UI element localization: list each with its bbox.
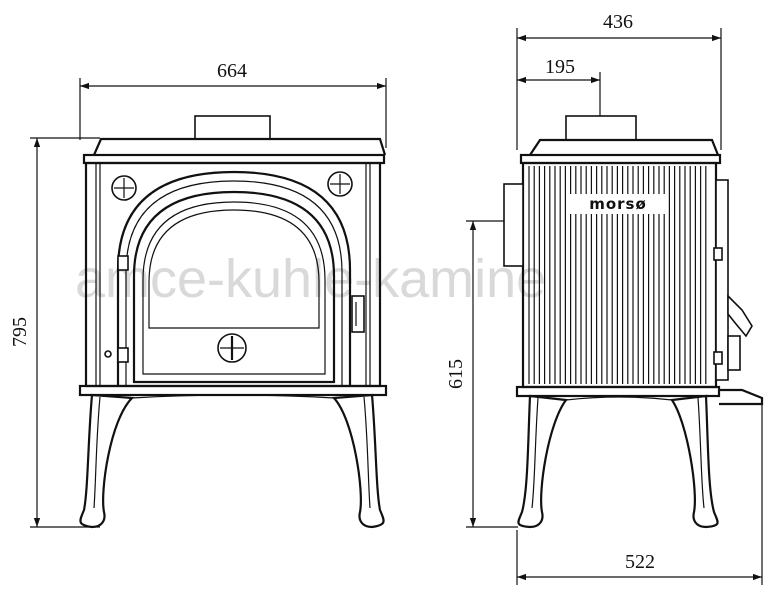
front-top-plate bbox=[92, 137, 387, 156]
side-logo: morsø bbox=[589, 195, 647, 213]
side-handle-base bbox=[727, 335, 741, 371]
side-top-rim bbox=[519, 153, 722, 165]
side-base bbox=[515, 385, 721, 398]
side-door-profile bbox=[715, 179, 729, 381]
front-left-leg bbox=[79, 393, 135, 529]
front-flue-collar bbox=[194, 115, 271, 140]
front-door bbox=[132, 190, 336, 384]
side-rear-panel bbox=[503, 183, 524, 267]
front-left-vent bbox=[111, 175, 137, 201]
side-right-leg bbox=[670, 394, 719, 529]
front-door-frame bbox=[116, 170, 352, 386]
side-flue-collar bbox=[565, 115, 637, 141]
side-view: 436 195 615 522 morsø bbox=[445, 11, 764, 585]
side-depth-label: 436 bbox=[603, 11, 633, 33]
front-height-label: 795 bbox=[9, 317, 31, 347]
side-depth-dimension: 436 bbox=[516, 11, 722, 150]
side-hinge-top bbox=[713, 247, 723, 261]
front-height-dimension: 795 bbox=[9, 137, 100, 528]
side-total-depth-label: 522 bbox=[625, 551, 655, 573]
front-door-air-control bbox=[217, 333, 247, 363]
side-left-leg bbox=[517, 394, 569, 529]
side-ash-lip bbox=[719, 388, 764, 406]
side-top-plate bbox=[529, 138, 720, 156]
side-door-handle bbox=[727, 294, 753, 338]
front-hinge-bottom bbox=[117, 347, 129, 363]
front-right-vent bbox=[327, 171, 353, 197]
front-door-glass bbox=[148, 209, 320, 329]
side-door-height-label: 615 bbox=[445, 359, 467, 389]
side-flue-offset-dimension: 195 bbox=[517, 56, 601, 118]
front-top-rim bbox=[82, 153, 386, 165]
front-door-handle bbox=[351, 295, 365, 333]
front-base bbox=[78, 384, 388, 397]
front-right-leg bbox=[331, 393, 385, 529]
side-total-depth-dimension: 522 bbox=[516, 405, 763, 585]
side-door-height-dimension: 615 bbox=[445, 220, 518, 528]
front-width-label: 664 bbox=[217, 60, 247, 82]
front-width-dimension: 664 bbox=[79, 60, 387, 148]
front-view: 664 795 bbox=[9, 60, 388, 529]
side-hinge-bottom bbox=[713, 351, 723, 365]
front-hinge-top bbox=[117, 255, 129, 271]
watermark: amce-kuhle-kamine bbox=[75, 249, 546, 309]
side-flue-offset-label: 195 bbox=[545, 56, 575, 78]
